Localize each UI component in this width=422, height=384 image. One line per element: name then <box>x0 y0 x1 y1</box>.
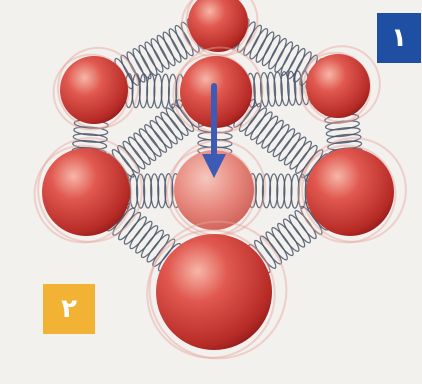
sphere-atom <box>147 222 286 359</box>
sphere-atom <box>54 48 139 129</box>
label-2-badge: ٢ <box>43 284 95 334</box>
label-1-text: ١ <box>391 25 407 51</box>
label-1-badge: ١ <box>377 13 421 63</box>
sphere-atom <box>173 48 262 134</box>
label-2-text: ٢ <box>61 296 77 322</box>
sphere-atom <box>35 138 142 242</box>
